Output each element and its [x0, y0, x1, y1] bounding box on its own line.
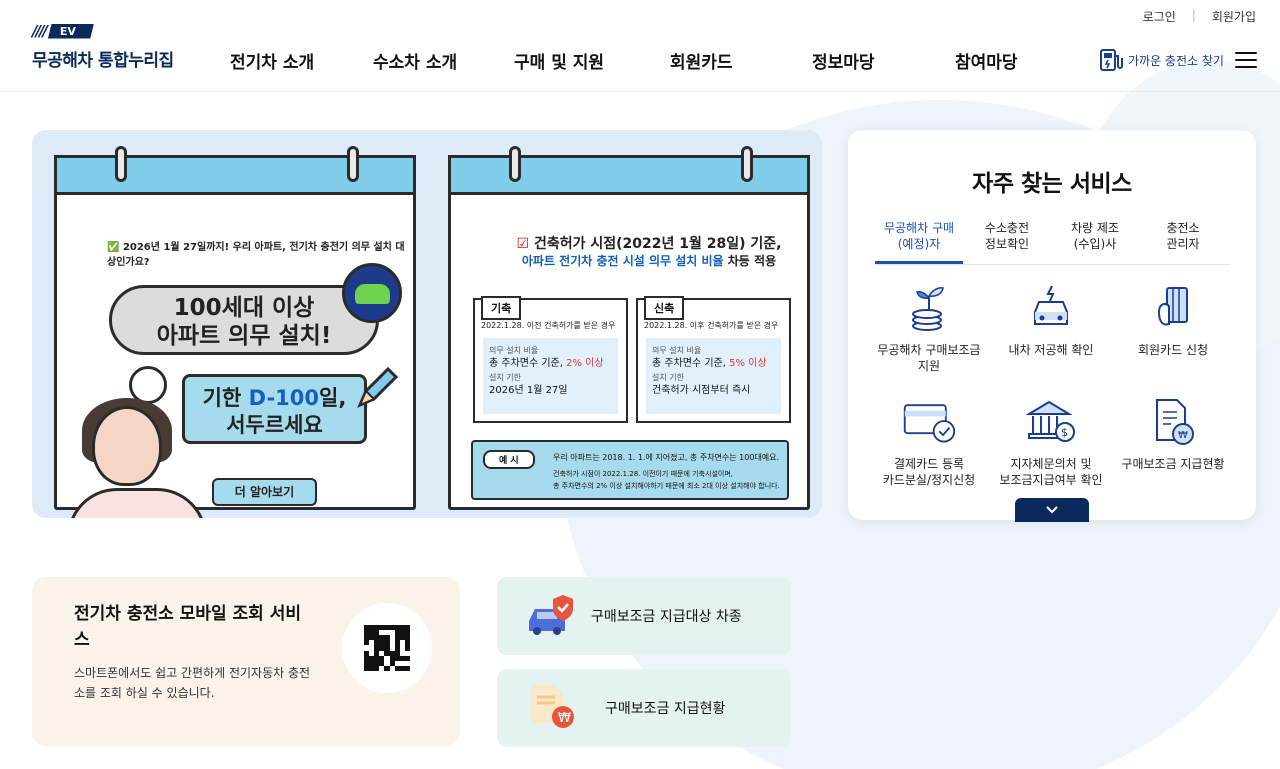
signup-link[interactable]: 회원가입	[1211, 10, 1256, 24]
nav-info[interactable]: 정보마당	[812, 53, 875, 73]
calendar-left: ✅ 2026년 1월 27일까지! 우리 아파트, 전기차 충전기 의무 설치 …	[54, 146, 416, 518]
mobile-service-desc: 스마트폰에서도 쉽고 간편하게 전기자동차 충전소를 조회 하실 수 있습니다.	[74, 666, 311, 700]
calendar-ring	[509, 146, 521, 182]
headline-bubble: 100세대 이상 아파트 의무 설치!	[109, 285, 379, 355]
services-grid: 무공해차 구매보조금 지원 내차 저공해 확인 회원카	[868, 280, 1236, 488]
login-link[interactable]: 로그인	[1142, 10, 1176, 24]
service-subsidy-support[interactable]: 무공해차 구매보조금 지원	[868, 280, 990, 374]
top-links: 로그인 | 회원가입	[1143, 8, 1256, 25]
document-won-icon: ₩	[1156, 399, 1194, 445]
nav-purchase-support[interactable]: 구매 및 지원	[514, 53, 605, 73]
logo-stripes: ////	[32, 22, 48, 40]
card-hand-icon	[1157, 287, 1188, 326]
eligible-cars-card[interactable]: 구매보조금 지급대상 차종	[497, 577, 791, 655]
calendar-ring	[741, 146, 753, 182]
service-local-gov-contact[interactable]: $ 지자체문의처 및 보조금지급여부 확인	[990, 394, 1112, 488]
find-charger-button[interactable]: 가까운 충전소 찾기	[1098, 47, 1224, 73]
service-payment-card[interactable]: 결제카드 등록 카드분실/정지신청	[868, 394, 990, 488]
header-divider	[0, 91, 1280, 92]
nav-ev-intro[interactable]: 전기차 소개	[230, 53, 315, 73]
service-low-emission-check[interactable]: 내차 저공해 확인	[990, 280, 1112, 374]
eligible-cars-label: 구매보조금 지급대상 차종	[591, 609, 742, 625]
service-subsidy-status[interactable]: ₩ 구매보조금 지급현황	[1112, 394, 1234, 488]
calendar-header	[448, 155, 810, 195]
new-building-box: 신축 2022.1.28. 이후 건축허가를 받은 경우 의무 설치 비율 총 …	[636, 296, 791, 423]
example-box: 예 시 우리 아파트는 2018. 1. 1.에 지어졌고, 총 주차면수는 1…	[471, 440, 789, 500]
calendar-header	[54, 155, 416, 195]
banner-question: ✅ 2026년 1월 27일까지! 우리 아파트, 전기차 충전기 의무 설치 …	[107, 242, 405, 268]
car-charge-icon	[1034, 285, 1068, 325]
payment-status-label: 구매보조금 지급현황	[605, 701, 726, 717]
svg-text:$: $	[1061, 426, 1068, 439]
person-illustration	[92, 406, 162, 486]
expand-services-button[interactable]	[1015, 498, 1089, 522]
svg-text:₩: ₩	[558, 711, 571, 726]
coin-plant-icon	[912, 287, 944, 331]
svg-text:₩: ₩	[1178, 430, 1188, 441]
tab-station-manager[interactable]: 충전소 관리자	[1166, 221, 1200, 251]
service-member-card[interactable]: 회원카드 신청	[1112, 280, 1234, 374]
services-title: 자주 찾는 서비스	[972, 171, 1132, 197]
card-check-icon	[903, 404, 956, 443]
charger-icon	[1100, 49, 1123, 71]
tab-manufacturer[interactable]: 차량 제조 (수입)사	[1071, 221, 1119, 251]
find-charger-label: 가까운 충전소 찾기	[1128, 53, 1224, 68]
learn-more-button[interactable]: 더 알아보기	[212, 478, 317, 506]
chevron-down-icon	[1046, 506, 1058, 514]
qr-code	[342, 603, 432, 693]
document-won-icon: ₩	[531, 685, 574, 728]
bank-icon: $	[1025, 400, 1075, 442]
calendar-ring	[115, 146, 127, 182]
qr-code-icon	[364, 625, 410, 671]
logo-badge: EV	[47, 23, 94, 39]
car-shield-icon	[529, 595, 573, 635]
nav-hydrogen-intro[interactable]: 수소차 소개	[373, 53, 458, 73]
person-body	[67, 488, 207, 518]
logo-mark: //// EV	[32, 22, 174, 40]
existing-building-box: 기축 2022.1.28. 이전 건축허가를 받은 경우 의무 설치 비율 총 …	[473, 296, 628, 423]
pencil-icon	[357, 366, 399, 408]
payment-status-card[interactable]: ₩ 구매보조금 지급현황	[497, 669, 791, 747]
hero-banner[interactable]: ✅ 2026년 1월 27일까지! 우리 아파트, 전기차 충전기 의무 설치 …	[32, 130, 822, 518]
services-tabs: 무공해차 구매 (예정)자 수소충전 정보확인 차량 제조 (수입)사 충전소 …	[875, 220, 1230, 265]
mobile-service-title: 전기차 충전소 모바일 조회 서비스	[74, 604, 301, 650]
calendar-ring	[347, 146, 359, 182]
checkbox-icon: ☑	[516, 236, 530, 252]
regulation-title: ☑ 건축허가 시점(2022년 1월 28일) 기준, 아파트 전기차 충전 시…	[516, 236, 782, 268]
menu-icon[interactable]	[1235, 52, 1257, 68]
main-nav: 전기차 소개 수소차 소개 구매 및 지원 회원카드 정보마당 참여마당	[230, 48, 1055, 73]
calendar-right: ☑ 건축허가 시점(2022년 1월 28일) 기준, 아파트 전기차 충전 시…	[448, 146, 810, 510]
site-logo[interactable]: //// EV 무공해차 통합누리집	[32, 22, 174, 71]
ev-car-icon	[342, 263, 402, 323]
logo-title: 무공해차 통합누리집	[32, 51, 174, 71]
nav-member-card[interactable]: 회원카드	[670, 53, 733, 73]
frequent-services-panel: 자주 찾는 서비스 무공해차 구매 (예정)자 수소충전 정보확인 차량 제조 …	[848, 130, 1256, 522]
nav-participation[interactable]: 참여마당	[955, 53, 1018, 73]
tab-hydrogen[interactable]: 수소충전 정보확인	[984, 221, 1030, 251]
tab-buyer[interactable]: 무공해차 구매 (예정)자	[875, 220, 963, 264]
deadline-bubble: 기한 D-100일, 서두르세요	[182, 374, 367, 444]
divider: |	[1191, 8, 1196, 22]
mobile-service-card[interactable]: 전기차 충전소 모바일 조회 서비스 스마트폰에서도 쉽고 간편하게 전기자동차…	[32, 577, 460, 746]
